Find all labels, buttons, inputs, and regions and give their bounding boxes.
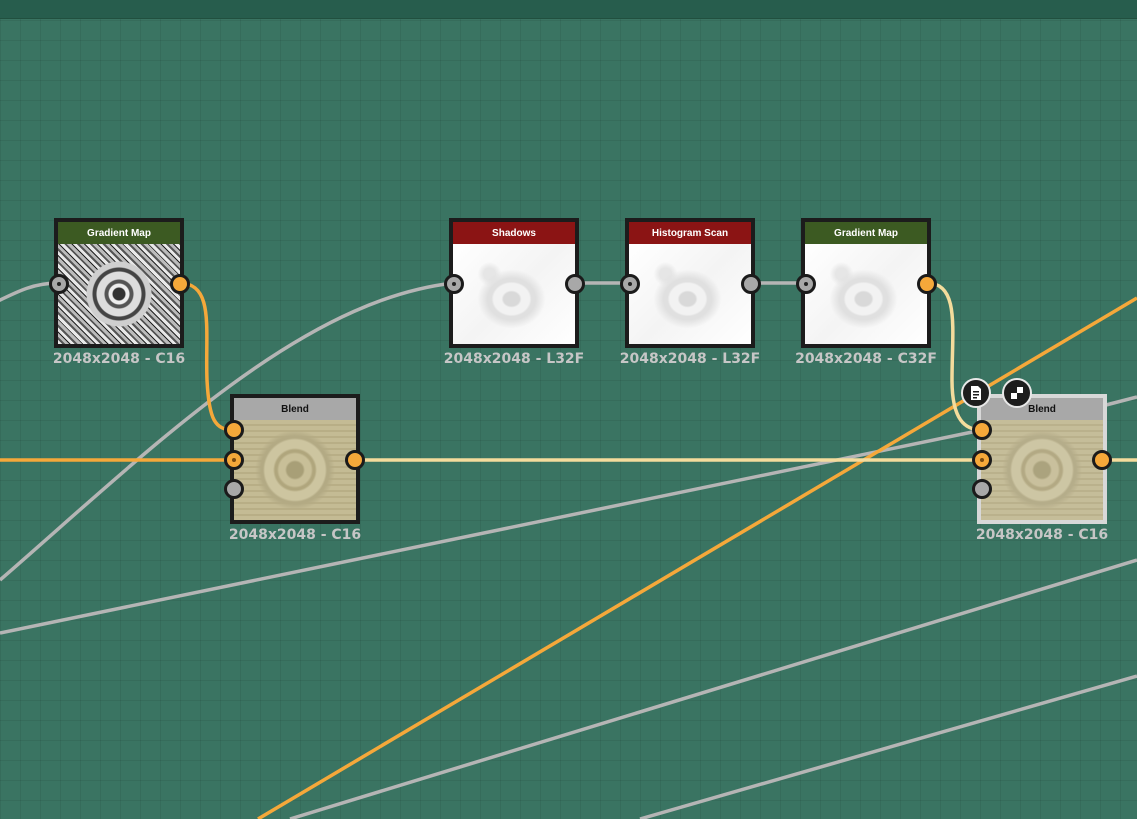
output-port[interactable] [345, 450, 365, 470]
node-thumbnail [981, 420, 1103, 520]
input-port-foreground[interactable] [972, 420, 992, 440]
wire[interactable] [0, 281, 455, 582]
node-resolution-label: 2048x2048 - C16 [228, 527, 362, 543]
input-port[interactable] [49, 274, 69, 294]
wire[interactable] [289, 558, 1137, 819]
input-port[interactable] [444, 274, 464, 294]
node-thumbnail [629, 244, 751, 344]
input-port-mask[interactable] [224, 479, 244, 499]
input-port[interactable] [620, 274, 640, 294]
wire[interactable] [926, 281, 983, 432]
output-port[interactable] [170, 274, 190, 294]
wire[interactable] [0, 428, 983, 635]
wire[interactable] [639, 674, 1137, 819]
comment-icon-glyph [971, 386, 981, 400]
node-resolution-label: 2048x2048 - C16 [52, 351, 186, 367]
wire[interactable] [178, 281, 235, 432]
node-thumbnail [234, 420, 356, 520]
input-port-foreground[interactable] [224, 420, 244, 440]
graph-top-bar [0, 0, 1137, 19]
node-resolution-label: 2048x2048 - C32F [795, 351, 937, 367]
node-blend-selected[interactable]: Blend [977, 394, 1107, 524]
output-port[interactable] [1092, 450, 1112, 470]
wire[interactable] [1105, 395, 1137, 407]
node-title: Gradient Map [58, 222, 180, 244]
wire[interactable] [257, 296, 1137, 819]
node-title: Histogram Scan [629, 222, 751, 244]
node-title: Shadows [453, 222, 575, 244]
node-gradient-map[interactable]: Gradient Map [54, 218, 184, 348]
node-resolution-label: 2048x2048 - L32F [443, 351, 585, 367]
input-port[interactable] [796, 274, 816, 294]
node-blend[interactable]: Blend [230, 394, 360, 524]
node-thumbnail [58, 244, 180, 344]
node-title: Blend [234, 398, 356, 420]
frame-icon[interactable] [1002, 378, 1032, 408]
node-histogram-scan[interactable]: Histogram Scan [625, 218, 755, 348]
node-title: Gradient Map [805, 222, 927, 244]
node-title: Blend [981, 398, 1103, 420]
input-port-mask[interactable] [972, 479, 992, 499]
input-port-background[interactable] [972, 450, 992, 470]
node-resolution-label: 2048x2048 - L32F [619, 351, 761, 367]
node-gradient-map[interactable]: Gradient Map [801, 218, 931, 348]
node-resolution-label: 2048x2048 - C16 [975, 527, 1109, 543]
node-shadows[interactable]: Shadows [449, 218, 579, 348]
output-port[interactable] [917, 274, 937, 294]
comment-icon[interactable] [961, 378, 991, 408]
output-port[interactable] [565, 274, 585, 294]
frame-icon-glyph [1011, 387, 1023, 399]
input-port-background[interactable] [224, 450, 244, 470]
output-port[interactable] [741, 274, 761, 294]
node-thumbnail [453, 244, 575, 344]
node-thumbnail [805, 244, 927, 344]
